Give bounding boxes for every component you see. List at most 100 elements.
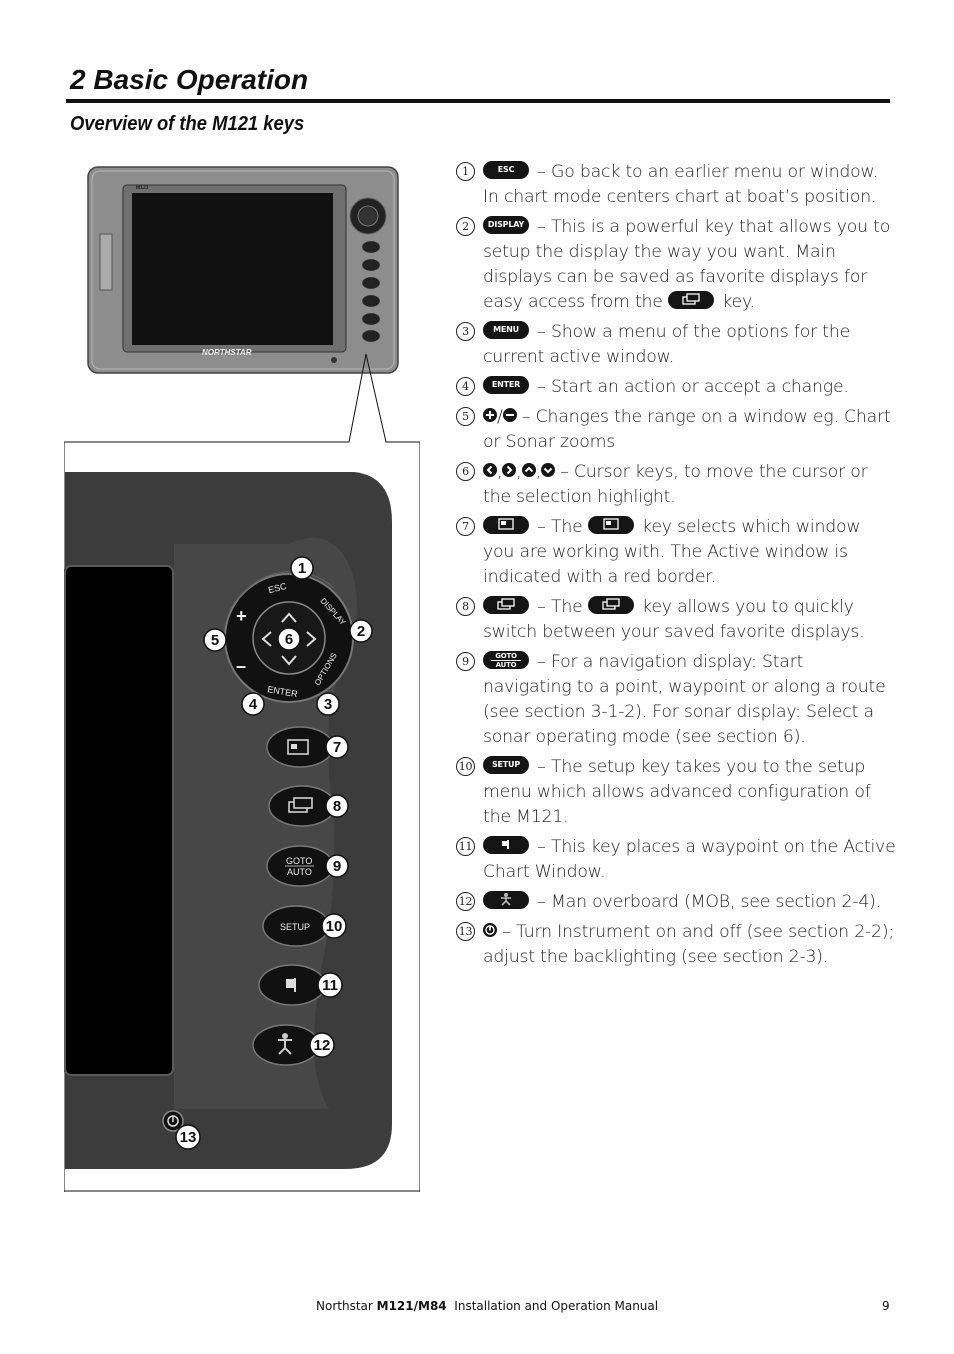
cursor-left-icon [483,463,497,477]
svg-text:10: 10 [326,918,343,935]
item-text: – Show a menu of the options for the cur… [483,322,851,367]
man-overboard-key-icon [483,891,529,909]
item-text: – The setup key takes you to the setup m… [483,757,871,827]
item-number: 10 [456,757,475,776]
svg-text:ESC: ESC [267,581,288,595]
item-number: 4 [456,377,475,396]
page-number: 9 [882,1299,890,1313]
item-text: – This is a powerful key that allows you… [483,217,891,312]
svg-text:13: 13 [180,1129,197,1146]
svg-text:9: 9 [333,858,341,875]
favorites-key-icon [587,596,634,614]
item-number: 9 [456,652,475,671]
svg-text:AUTO: AUTO [287,867,312,877]
item-number: 11 [456,837,475,856]
item-text: – This key places a waypoint on the Acti… [483,837,896,882]
svg-text:1: 1 [298,560,306,577]
minus-key-icon [502,408,517,422]
list-item: 12 – Man overboard (MOB, see section 2-4… [456,890,896,915]
item-text-after: key allows you to quickly switch between… [483,597,865,642]
callout-10: 10 [321,913,347,939]
item-text: – Turn Instrument on and off (see sectio… [483,922,895,967]
callout-6: 6 [277,627,301,651]
svg-text:5: 5 [211,632,219,649]
svg-text:8: 8 [333,798,341,815]
item-number: 13 [456,922,475,941]
waypoint-key-icon [483,836,529,854]
svg-text:SETUP: SETUP [280,922,310,932]
device-model-label: M121 [136,185,149,191]
device-brand-label: NORTHSTAR [202,348,252,357]
item-number: 6 [456,462,475,481]
svg-text:7: 7 [333,739,341,756]
item-text: – Go back to an earlier menu or window. … [483,162,879,207]
item-number: 1 [456,162,475,181]
list-item: 3 MENU – Show a menu of the options for … [456,320,896,370]
item-text: – The [537,517,583,537]
item-number: 3 [456,322,475,341]
esc-key-icon: ESC [483,161,529,179]
list-item: 4 ENTER – Start an action or accept a ch… [456,375,896,400]
callout-5: 5 [203,628,227,652]
cursor-down-icon [540,463,555,477]
window-select-key-icon [483,516,529,534]
cursor-up-icon [521,463,536,477]
svg-text:6: 6 [285,631,293,648]
item-text: – Changes the range on a window eg. Char… [483,407,891,452]
callout-2: 2 [349,619,373,643]
svg-text:GOTO: GOTO [286,856,312,866]
plus-key-icon [483,408,497,422]
item-text-after: key. [722,292,755,312]
item-number: 8 [456,597,475,616]
svg-text:11: 11 [322,977,338,994]
separator: / [497,407,503,427]
favorites-key-icon [668,291,715,309]
list-item: 11 – This key places a waypoint on the A… [456,835,896,885]
section-title: Overview of the M121 keys [70,113,305,135]
list-item: 10 SETUP – The setup key takes you to th… [456,755,896,830]
list-item: 7 – The key selects which window you are… [456,515,896,590]
callout-11: 11 [317,972,343,998]
item-text: – Cursor keys, to move the cursor or the… [483,462,868,507]
list-item: 6 ,,, – Cursor keys, to move the cursor … [456,460,896,510]
item-number: 12 [456,892,475,911]
item-text: – Man overboard (MOB, see section 2-4). [537,892,882,912]
list-item: 2 DISPLAY – This is a powerful key that … [456,215,896,315]
svg-text:–: – [236,656,246,676]
device-figure: M121 NORTHSTAR ESC DISPLAY OPTIONS ENTER [64,166,420,1192]
item-number: 2 [456,217,475,236]
callout-13: 13 [175,1124,201,1150]
callouts: 1 2 3 4 5 6 7 8 9 10 11 12 13 [175,556,373,1150]
favorites-key-icon [483,596,529,614]
callout-4: 4 [241,692,265,716]
window-select-key-icon [587,516,634,534]
item-text: – Start an action or accept a change. [537,377,849,397]
item-text: – For a navigation display: Start naviga… [483,652,886,747]
menu-key-icon: MENU [483,321,529,339]
footer-text: Northstar M121/M84 Installation and Oper… [316,1299,659,1313]
list-item: 8 – The key allows you to quickly switch… [456,595,896,645]
setup-key-icon: SETUP [483,756,529,774]
power-key-icon [483,923,497,937]
enter-key-icon: ENTER [483,376,529,394]
callout-1: 1 [290,556,314,580]
svg-text:3: 3 [324,696,332,713]
item-text-after: key selects which window you are working… [483,517,861,587]
callout-7: 7 [325,735,349,759]
item-number: 5 [456,407,475,426]
callout-3: 3 [316,692,340,716]
svg-text:2: 2 [357,623,365,640]
key-list: 1 ESC – Go back to an earlier menu or wi… [456,160,896,975]
item-text: – The [537,597,583,617]
display-key-icon: DISPLAY [483,216,529,234]
svg-text:+: + [236,606,247,626]
callout-12: 12 [309,1032,335,1058]
callout-8: 8 [325,794,349,818]
list-item: 13 – Turn Instrument on and off (see sec… [456,920,896,970]
callout-9: 9 [325,854,349,878]
keypad-closeup: ESC DISPLAY OPTIONS ENTER + – GOTO AUTO … [64,472,392,1169]
list-item: 1 ESC – Go back to an earlier menu or wi… [456,160,896,210]
item-number: 7 [456,517,475,536]
cursor-right-icon [502,463,517,477]
